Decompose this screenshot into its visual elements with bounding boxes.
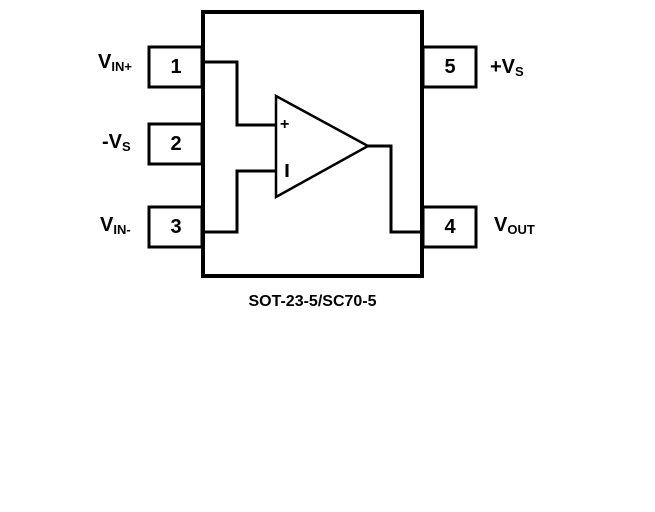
wire-output-to-pin4 — [368, 144, 422, 234]
pin-5-label: +VS — [490, 56, 524, 79]
package-caption: SOT-23-5/SC70-5 — [248, 293, 377, 310]
pin-3-number: 3 — [170, 216, 182, 238]
pin-4-label-main: V — [494, 214, 508, 236]
pin-1-pad — [147, 45, 204, 89]
pin-2-pad — [147, 122, 204, 166]
pin-4-number: 4 — [444, 216, 456, 238]
pin-1-label: VIN+ — [98, 51, 132, 74]
pin-5-pad — [421, 45, 478, 89]
pin-5-number: 5 — [444, 56, 456, 78]
pin-3-label: VIN- — [100, 214, 131, 237]
pin-2-label-sub: S — [122, 139, 131, 154]
pin-2-number: 2 — [170, 133, 182, 155]
pin-4-label-sub: OUT — [507, 222, 535, 237]
pin-5-label-sub: S — [515, 64, 524, 79]
pin-1-number: 1 — [170, 56, 182, 78]
pin-2-label: -VS — [102, 131, 131, 154]
pin-1-label-main: V — [98, 51, 112, 73]
wire-pin1-to-noninverting — [203, 60, 276, 127]
pin-2-label-main: -V — [102, 131, 122, 153]
pin-1-label-sub: IN+ — [111, 59, 132, 74]
opamp-plus-symbol: + — [280, 116, 290, 133]
pin-4-label: VOUT — [494, 214, 535, 237]
pin-3-label-main: V — [100, 214, 114, 236]
pin-3-label-sub: IN- — [113, 222, 131, 237]
pin-4-pad — [421, 205, 478, 249]
pin-3-pad — [147, 205, 204, 249]
pin-5-label-main: +V — [490, 56, 516, 78]
wire-pin3-to-inverting — [203, 169, 276, 234]
opamp-triangle — [274, 93, 371, 200]
